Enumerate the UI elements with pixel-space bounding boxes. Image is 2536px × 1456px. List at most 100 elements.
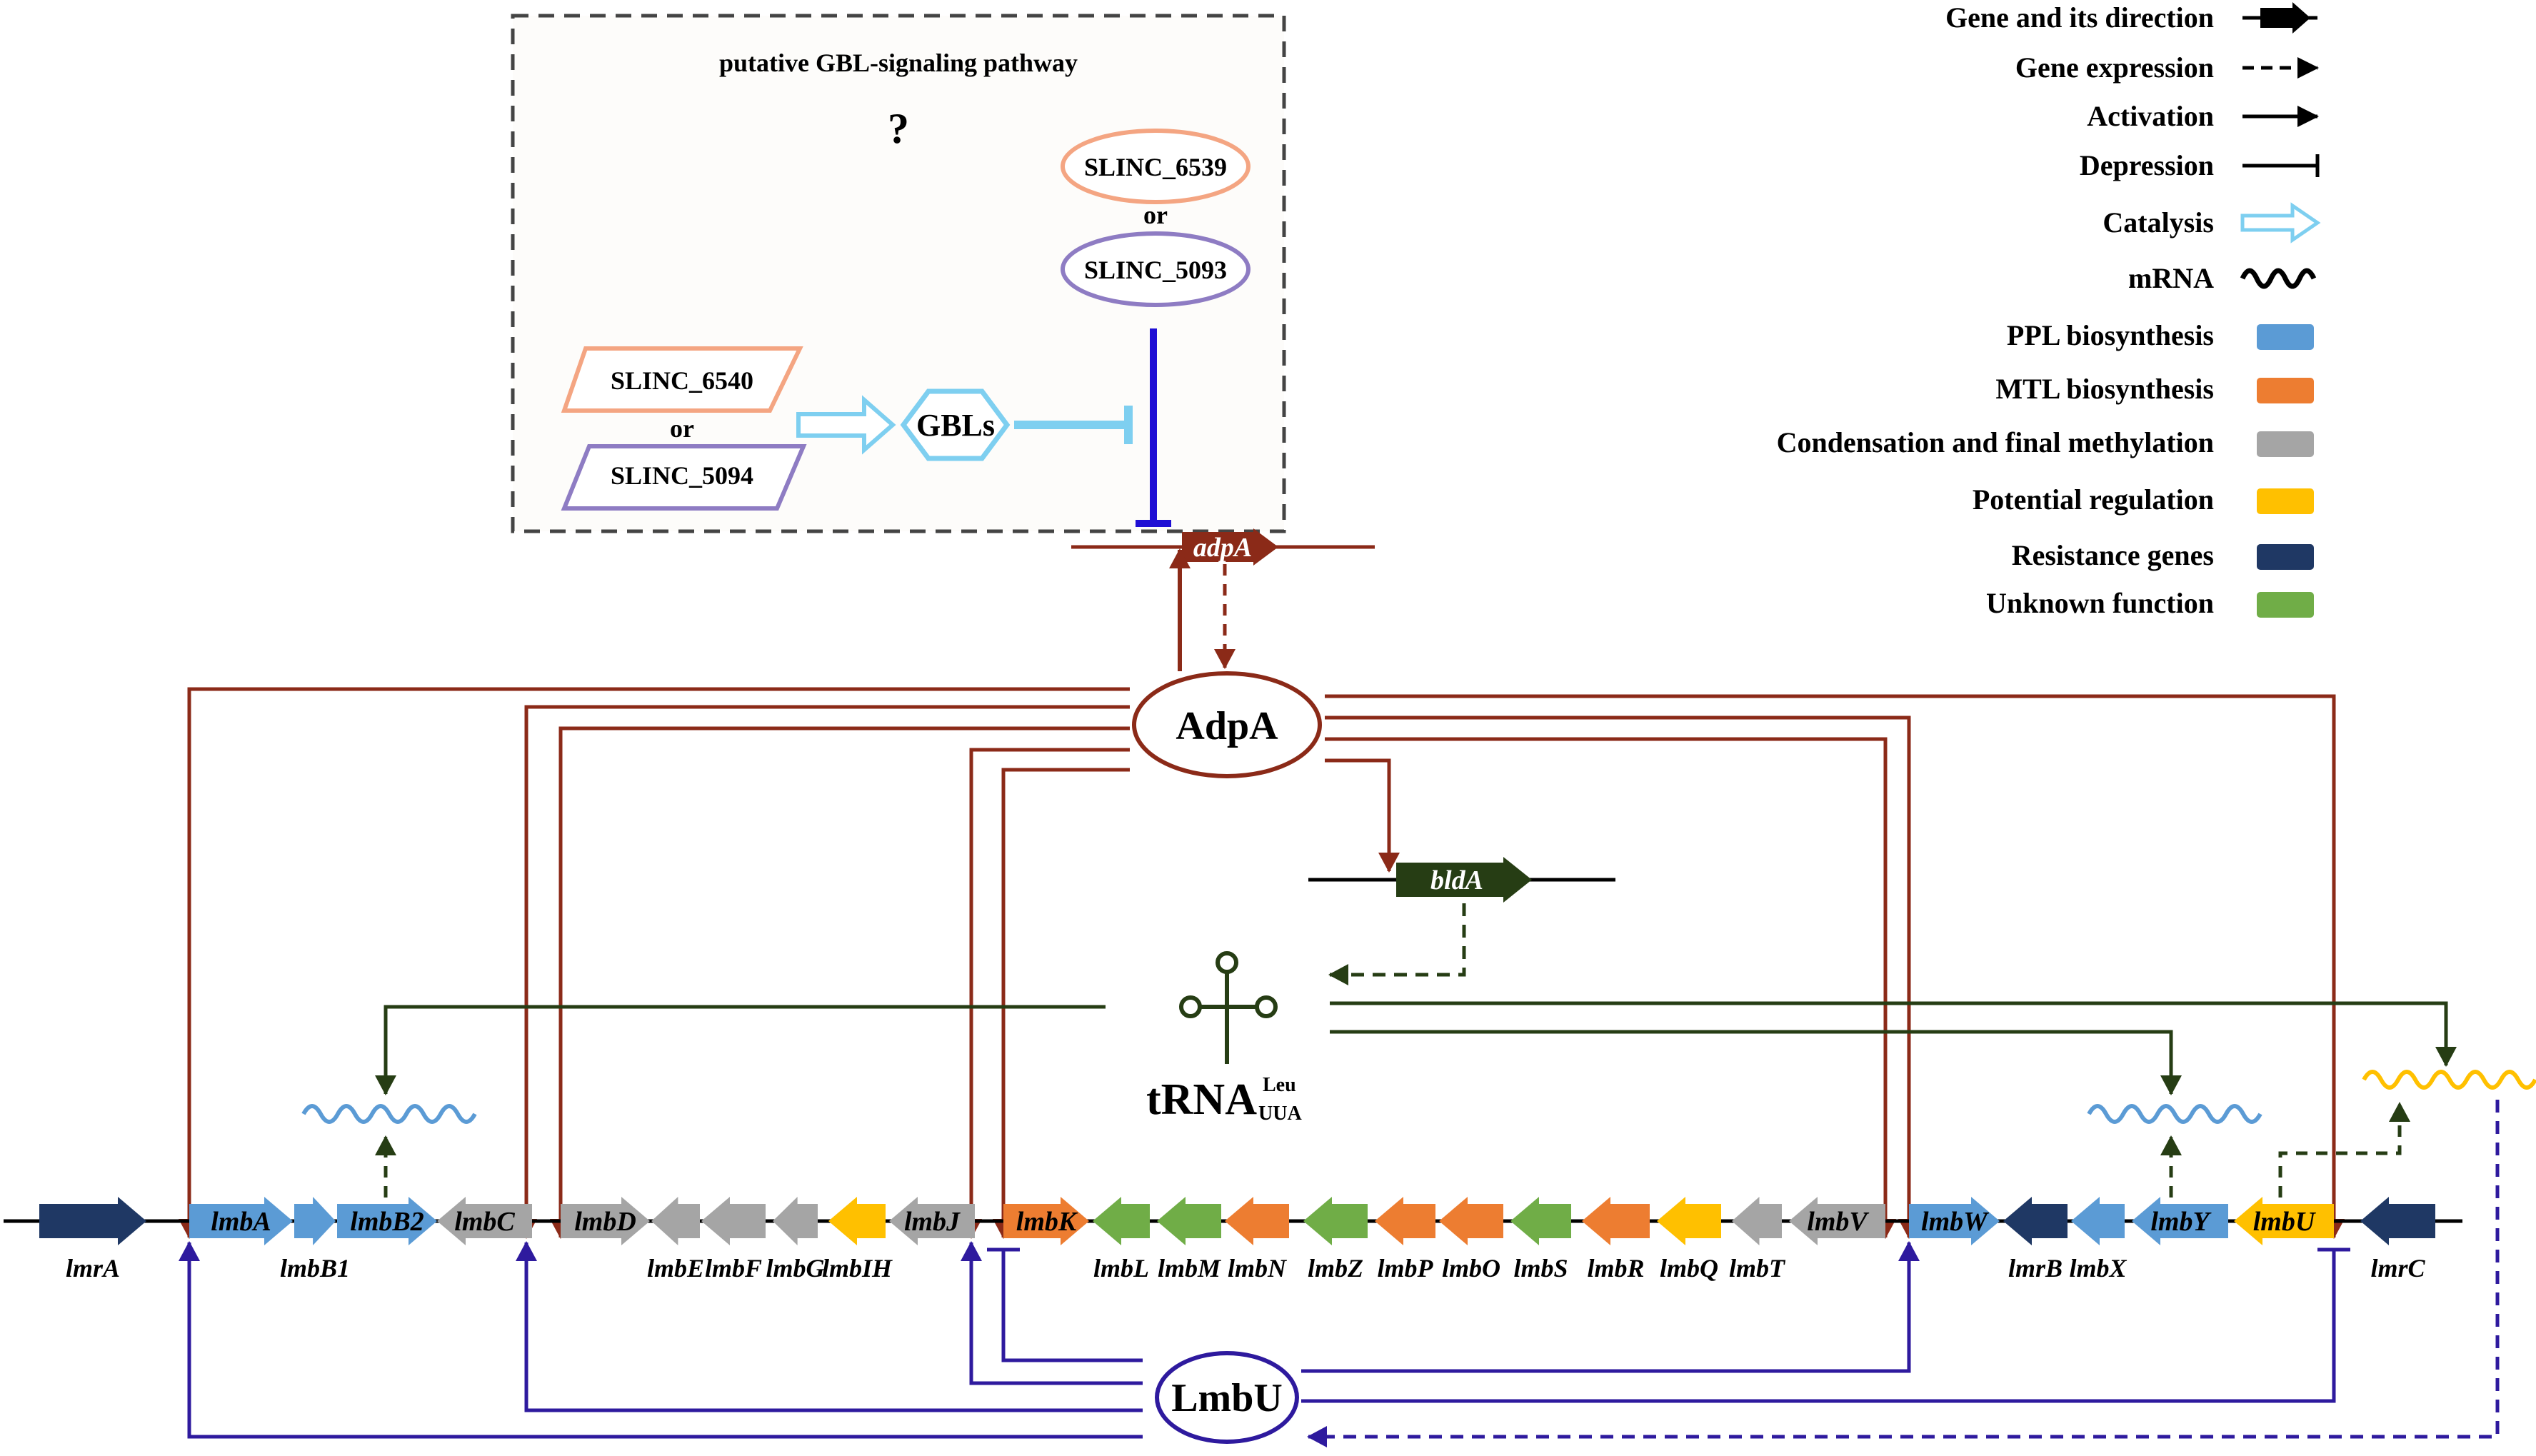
gbl-pathway-box: putative GBL-signaling pathway ? SLINC_6…	[511, 14, 1286, 533]
legend-label: Gene expression	[2015, 51, 2214, 84]
mrna-wave-icon	[2240, 268, 2317, 289]
gene-lmbP-arrow	[1375, 1197, 1435, 1245]
gene-lmbM: lmbM	[1157, 1197, 1222, 1282]
gene-lmbZ-arrow	[1303, 1197, 1368, 1245]
legend-label: PPL biosynthesis	[2007, 319, 2214, 351]
gene-lmbL: lmbL	[1093, 1197, 1150, 1282]
gene-lmbC-arrow	[437, 1197, 532, 1245]
catalysis-arrow	[796, 395, 896, 455]
lmbu-protein-node	[1155, 1351, 1299, 1444]
legend-swatch	[2257, 431, 2314, 457]
trna-icon	[1179, 951, 1278, 1064]
gene-lmbN-arrow	[1225, 1197, 1289, 1245]
gene-lmbR-label: lmbR	[1587, 1254, 1644, 1282]
legend-item: Activation	[2087, 100, 2319, 132]
gene-lmbO-arrow	[1439, 1197, 1503, 1245]
gene-lmbA-arrow	[189, 1197, 293, 1245]
gene-lmbB2: lmbB2	[337, 1197, 437, 1245]
gene-lmbU-label: lmbU	[2253, 1207, 2317, 1237]
gene-lmbL-label: lmbL	[1093, 1254, 1149, 1282]
gene-lmbL-arrow	[1093, 1197, 1150, 1245]
gene-lmbJ: lmbJ	[889, 1197, 975, 1245]
pathway-title: putative GBL-signaling pathway	[719, 49, 1078, 77]
blda-gene-label: bldA	[1430, 865, 1483, 895]
gene-lmbV-label: lmbV	[1807, 1207, 1869, 1237]
gene-lmbG: lmbG	[766, 1197, 825, 1282]
gene-lmbS: lmbS	[1510, 1197, 1571, 1282]
gene-lmbN: lmbN	[1225, 1197, 1289, 1282]
legend-item: PPL biosynthesis	[2007, 319, 2314, 351]
lmbu-protein-label: LmbU	[1171, 1376, 1283, 1420]
gene-lmbN-label: lmbN	[1228, 1254, 1288, 1282]
gene-lmbD-arrow	[561, 1197, 650, 1245]
gene-lmbW-arrow	[1909, 1197, 2000, 1245]
gene-lmbW-label: lmbW	[1921, 1207, 1990, 1237]
gbls-label: GBLs	[916, 408, 995, 443]
gene-lmbR-arrow	[1582, 1197, 1650, 1245]
gene-lmbQ: lmbQ	[1657, 1197, 1721, 1282]
lmbu-regulation-lines	[179, 1100, 2500, 1447]
gene-lmbC-label: lmbC	[454, 1207, 515, 1237]
lmbY-mrna-icon	[2087, 1104, 2262, 1124]
gene-lmbY-label: lmbY	[2150, 1207, 2212, 1237]
gene-lmbY-arrow	[2132, 1197, 2228, 1245]
gene-lmbB2-arrow	[337, 1197, 437, 1245]
gene-lmbV-arrow	[1789, 1197, 1885, 1245]
legend-item: Potential regulation	[1973, 483, 2314, 516]
gene-lmbT: lmbT	[1729, 1197, 1786, 1282]
gene-lmrB-label: lmrB	[2008, 1254, 2063, 1282]
gene-lmbE-arrow	[651, 1197, 700, 1245]
lmbu-to-lmbU-depression	[1301, 1250, 2336, 1403]
gene-lmbM-arrow	[1157, 1197, 1221, 1245]
adpa-protein-node	[1132, 671, 1322, 778]
lmbU-expression-dashed	[2278, 1102, 2410, 1217]
gene-lmbA-label: lmbA	[211, 1207, 271, 1237]
lmbu-to-lmbK-depression	[1001, 1250, 1143, 1362]
gene-lmbQ-arrow	[1657, 1197, 1721, 1245]
gene-lmrC-label: lmrC	[2370, 1254, 2425, 1282]
gene-lmrC: lmrC	[2360, 1197, 2435, 1282]
catalysis-arrow-icon	[2240, 202, 2321, 243]
adpa-gene-label: adpA	[1193, 533, 1252, 563]
gene-arrow-icon	[2242, 2, 2317, 34]
trna-subscript: UUA	[1258, 1103, 1302, 1125]
gene-lmrA: lmrA	[39, 1197, 146, 1282]
gene-lmbS-arrow	[1510, 1197, 1571, 1245]
legend-label: mRNA	[2128, 262, 2214, 294]
legend-label: MTL biosynthesis	[1995, 373, 2214, 405]
legend-label: Activation	[2087, 100, 2214, 132]
trna-to-lmbY-mrna	[1330, 1030, 2182, 1095]
adpa-to-lmbU	[1325, 694, 2345, 1239]
legend-item: Depression	[2080, 149, 2320, 181]
adpa-to-lmbA	[179, 687, 1130, 1239]
gene-lmrA-arrow	[39, 1197, 146, 1245]
gene-lmbJ-arrow	[889, 1197, 975, 1245]
gene-lmbF: lmbF	[701, 1197, 766, 1282]
or-top-label: or	[1143, 201, 1168, 229]
gene-lmbB1-label: lmbB1	[280, 1254, 350, 1282]
gene-lmbU: lmbU	[2234, 1197, 2334, 1245]
blda-gene-row: bldA	[1308, 857, 1615, 985]
gbls-node	[900, 388, 1011, 461]
gene-lmbF-label: lmbF	[705, 1254, 762, 1282]
gene-lmbD-label: lmbD	[574, 1207, 636, 1237]
gene-lmbZ: lmbZ	[1303, 1197, 1368, 1282]
lmbU-mrna-to-lmbu-dashed	[1307, 1100, 2500, 1447]
blda-expression-dashed	[1328, 903, 1466, 985]
gene-lmbK: lmbK	[1003, 1197, 1089, 1245]
legend-swatch	[2257, 544, 2314, 570]
adpa-to-blda	[1325, 758, 1400, 873]
gene-lmbIH-arrow	[828, 1197, 886, 1245]
lmbB2-mrna-icon	[301, 1104, 477, 1124]
pathway-question-mark: ?	[888, 105, 909, 152]
gene-lmbZ-label: lmbZ	[1308, 1254, 1363, 1282]
slinc-6539-node	[1061, 129, 1251, 204]
legend-item: Unknown function	[1986, 587, 2314, 619]
legend-swatch	[2257, 378, 2314, 403]
gene-lmbP: lmbP	[1375, 1197, 1435, 1282]
slinc-5094-label: SLINC_5094	[611, 461, 753, 490]
adpa-gene-arrow	[1182, 528, 1278, 566]
